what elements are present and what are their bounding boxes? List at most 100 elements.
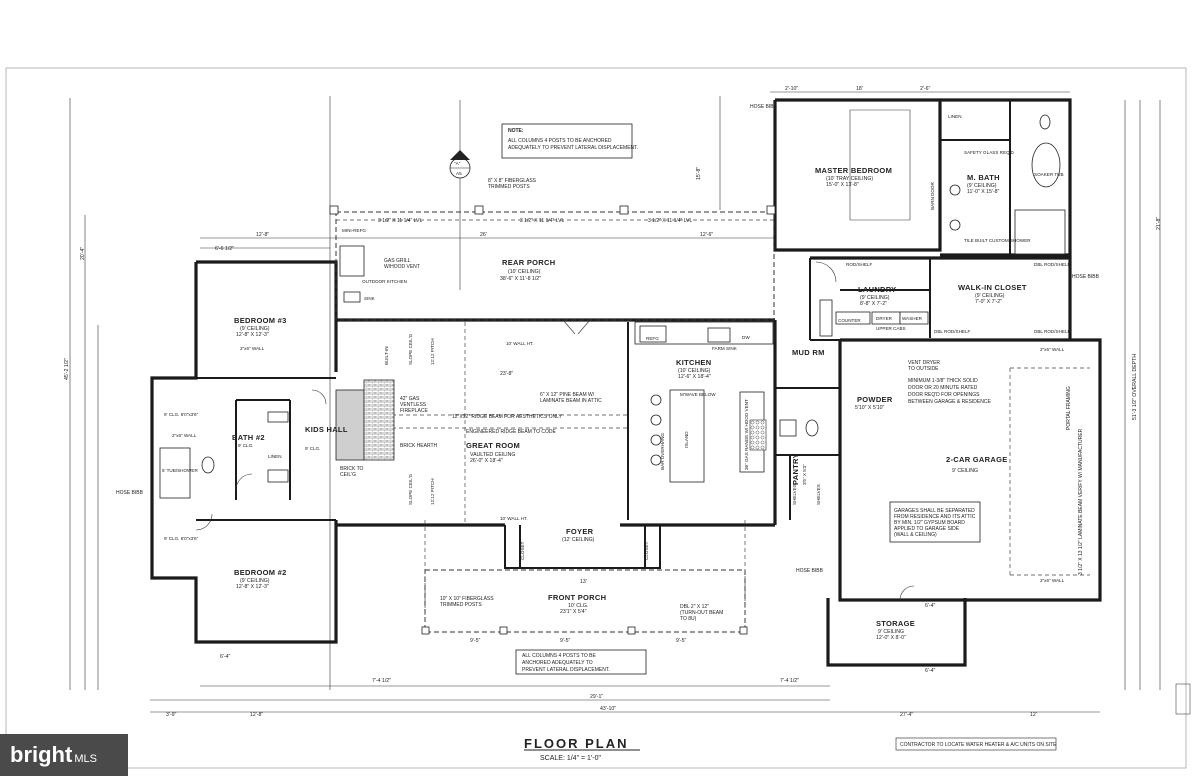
svg-text:HOSE BIBB: HOSE BIBB (1072, 274, 1100, 280)
watermark-brand: bright (10, 742, 73, 767)
outdoor-kitchen-fixtures (339, 245, 365, 303)
svg-text:GARAGES SHALL BE SEPARATED: GARAGES SHALL BE SEPARATED (894, 508, 975, 514)
walk-in-closet-label: WALK-IN CLOSET (958, 283, 1027, 292)
svg-text:ALL COLUMNS 4 POSTS TO BE ANCH: ALL COLUMNS 4 POSTS TO BE ANCHORED (508, 138, 612, 144)
svg-text:10' CLG.: 10' CLG. (568, 603, 588, 609)
door-swings (195, 109, 915, 601)
section-marker: "A" A5 (449, 100, 471, 290)
svg-text:MINI-REFG: MINI-REFG (342, 228, 366, 233)
storage-label: STORAGE (876, 619, 915, 628)
svg-text:9'-5": 9'-5" (560, 638, 570, 644)
master-bedroom-label: MASTER BEDROOM (815, 166, 892, 175)
svg-text:M'WAVE BELOW: M'WAVE BELOW (680, 392, 716, 397)
svg-text:27'-4": 27'-4" (900, 712, 913, 718)
svg-text:VENT DRYER: VENT DRYER (908, 360, 940, 366)
svg-text:8'-8" X 7'-2": 8'-8" X 7'-2" (860, 301, 887, 307)
svg-text:36" GAS RANGE W/ HOOD VENT: 36" GAS RANGE W/ HOOD VENT (744, 399, 749, 470)
svg-text:3 1/2" X 13 1/2" LAMINATE BEAM: 3 1/2" X 13 1/2" LAMINATE BEAM VERIFY W/… (1078, 428, 1084, 575)
watermark-suffix: MLS (74, 753, 97, 765)
svg-text:APPLIED TO GARAGE SIDE: APPLIED TO GARAGE SIDE (894, 526, 960, 532)
svg-text:SLOPE CEIL'G: SLOPE CEIL'G (408, 473, 413, 505)
svg-text:11'-0" X 15'-8": 11'-0" X 15'-8" (967, 189, 1000, 195)
scale-label: SCALE: 1/4" = 1'-0" (540, 755, 601, 762)
fireplace (335, 379, 395, 461)
kitchen-fixtures (634, 321, 774, 483)
bath-2-label: BATH #2 (232, 433, 265, 442)
svg-text:"A": "A" (454, 161, 461, 166)
svg-text:(12' CEILING): (12' CEILING) (562, 537, 595, 543)
svg-text:(9' CEILING): (9' CEILING) (860, 295, 890, 301)
svg-text:HOSE BIBB: HOSE BIBB (116, 490, 144, 496)
svg-text:SINK: SINK (364, 296, 376, 301)
svg-text:15'-8": 15'-8" (696, 167, 702, 180)
svg-text:8" X 8" FIBERGLASS: 8" X 8" FIBERGLASS (488, 178, 537, 184)
svg-text:(9' CEILING): (9' CEILING) (975, 293, 1005, 299)
svg-text:2'-6": 2'-6" (920, 86, 930, 92)
edge-fragment (1175, 683, 1191, 715)
svg-text:BRICK TO: BRICK TO (340, 466, 364, 472)
svg-text:6'-4": 6'-4" (925, 603, 935, 609)
svg-text:12'-6" X 18'-4": 12'-6" X 18'-4" (678, 374, 711, 380)
svg-text:43'-10": 43'-10" (600, 706, 616, 712)
svg-text:ROD/SHELF: ROD/SHELF (846, 262, 872, 267)
svg-text:ANCHORED ADEQUATELY TO: ANCHORED ADEQUATELY TO (522, 660, 593, 666)
svg-text:10' WALL HT.: 10' WALL HT. (506, 341, 534, 346)
svg-text:VENTLESS: VENTLESS (400, 402, 427, 408)
svg-text:HOSE BIBB: HOSE BIBB (796, 568, 824, 574)
brightmls-watermark: bright MLS (0, 734, 128, 776)
svg-text:2'-10": 2'-10" (785, 86, 798, 92)
svg-text:WASHER: WASHER (902, 316, 923, 321)
svg-text:12'-8" X 12'-3": 12'-8" X 12'-3" (236, 332, 269, 338)
svg-text:(9' CEILING): (9' CEILING) (967, 183, 997, 189)
svg-text:20'-4": 20'-4" (80, 247, 86, 260)
svg-text:BUILT-IN: BUILT-IN (384, 346, 389, 365)
svg-text:3 1/2" X 11 1/4" LVL: 3 1/2" X 11 1/4" LVL (520, 218, 564, 224)
svg-text:7'-4 1/2": 7'-4 1/2" (372, 678, 391, 684)
svg-text:BARN DOOR: BARN DOOR (930, 181, 935, 210)
svg-text:ADEQUATELY TO PREVENT LATERAL: ADEQUATELY TO PREVENT LATERAL DISPLACEME… (508, 145, 638, 151)
great-room-label: GREAT ROOM (466, 441, 520, 450)
svg-text:9'-5": 9'-5" (676, 638, 686, 644)
svg-text:29'-1": 29'-1" (590, 694, 603, 700)
svg-text:(9' CEILING): (9' CEILING) (240, 578, 270, 584)
svg-text:9' CLG.: 9' CLG. (305, 446, 320, 451)
svg-text:9' CLG. 6'0"x3'6": 9' CLG. 6'0"x3'6" (164, 536, 199, 541)
svg-text:A5: A5 (456, 171, 462, 176)
svg-text:MINIMUM 1-3/8" THICK SOLID: MINIMUM 1-3/8" THICK SOLID (908, 378, 978, 384)
svg-text:2"x6" WALL: 2"x6" WALL (1040, 578, 1065, 583)
m-bath-label: M. BATH (967, 173, 1000, 182)
svg-text:3 1/2" X 11 1/4" LVL: 3 1/2" X 11 1/4" LVL (648, 218, 692, 224)
svg-text:3 1/2" X 11 1/4" LVL: 3 1/2" X 11 1/4" LVL (378, 218, 422, 224)
mud-room-label: MUD RM (792, 348, 825, 357)
svg-text:SOAKER TUB: SOAKER TUB (1034, 172, 1064, 177)
svg-text:PREVENT LATERAL DISPLACEMENT.: PREVENT LATERAL DISPLACEMENT. (522, 667, 610, 673)
sheet-border (5, 67, 1187, 769)
dimension-labels: 43'-10" 51'-3 1/2" OVERALL DEPTH 29'-1" … (64, 86, 1162, 718)
svg-text:51'-3 1/2" OVERALL DEPTH: 51'-3 1/2" OVERALL DEPTH (1132, 354, 1138, 420)
bath-fixtures (159, 114, 1066, 499)
floor-plan-title: FLOOR PLAN (524, 736, 629, 751)
foyer-label: FOYER (566, 527, 594, 536)
svg-text:7'-4 1/2": 7'-4 1/2" (780, 678, 799, 684)
svg-text:DW: DW (742, 335, 750, 340)
svg-text:BAR OVERHANG: BAR OVERHANG (660, 433, 665, 470)
svg-text:42" GAS: 42" GAS (400, 396, 420, 402)
svg-text:DOOR REQ'D FOR OPENINGS: DOOR REQ'D FOR OPENINGS (908, 392, 980, 398)
svg-text:UPPER CABS: UPPER CABS (876, 326, 906, 331)
svg-text:2"x6" WALL: 2"x6" WALL (172, 433, 197, 438)
svg-text:5'10" X 5'10": 5'10" X 5'10" (855, 405, 884, 411)
svg-text:10' WALL HT.: 10' WALL HT. (500, 516, 528, 521)
svg-text:SHELVES: SHELVES (816, 484, 821, 505)
top-note-title: NOTE: (508, 128, 524, 134)
svg-text:SHELVES: SHELVES (792, 484, 797, 505)
svg-text:(TURN-OUT BEAM: (TURN-OUT BEAM (680, 610, 723, 616)
svg-text:W/HOOD VENT: W/HOOD VENT (384, 264, 420, 270)
svg-text:12:12 PITCH: 12:12 PITCH (430, 478, 435, 505)
svg-text:PORTAL FRAMING: PORTAL FRAMING (1066, 386, 1072, 430)
svg-text:9'-5": 9'-5" (470, 638, 480, 644)
svg-text:3'-9": 3'-9" (166, 712, 176, 718)
pantry-label: PANTRY (791, 453, 800, 485)
svg-text:21'-8": 21'-8" (1156, 217, 1162, 230)
svg-text:CLOSET: CLOSET (520, 541, 525, 560)
